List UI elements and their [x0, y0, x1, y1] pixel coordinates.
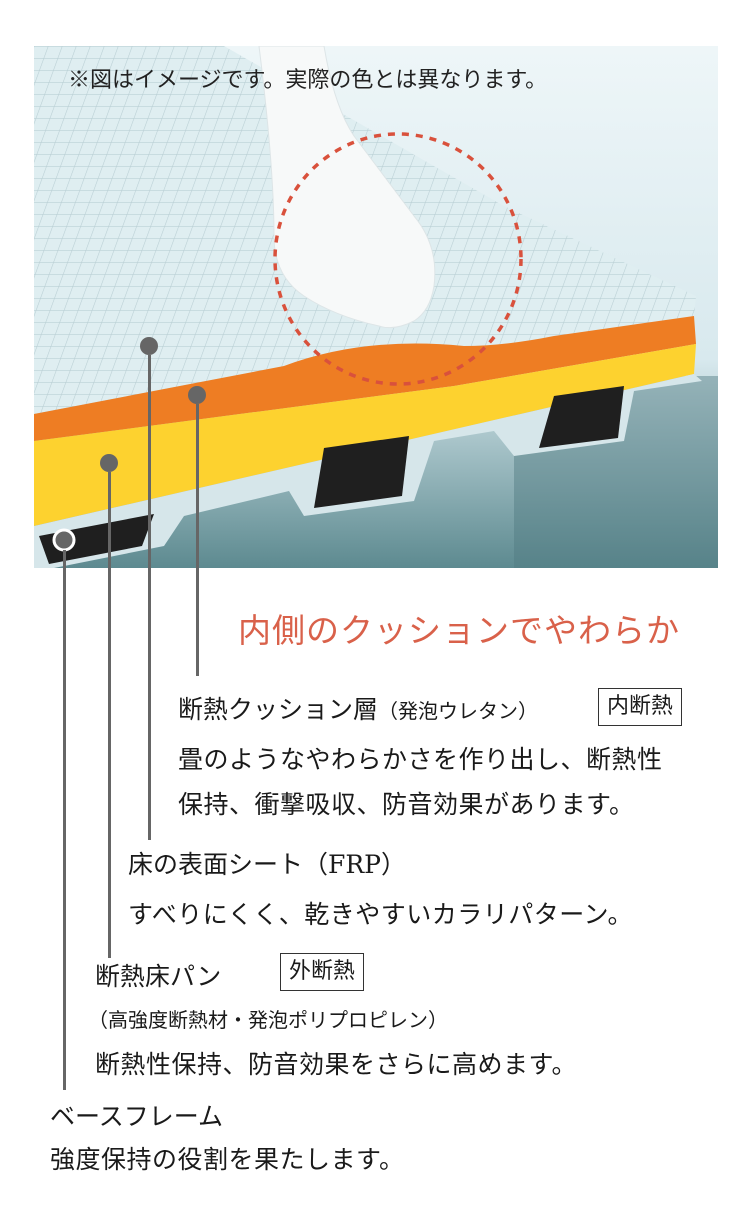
headline: 内側のクッションでやわらか: [238, 611, 680, 650]
cushion-layer-title: 断熱クッション層（発泡ウレタン）: [178, 690, 538, 726]
floor-pan-subtitle: （高強度断熱材・発泡ポリプロピレン）: [88, 1008, 448, 1032]
leader-line-base-frame: [63, 550, 66, 1090]
highlight-circle: [273, 132, 523, 386]
foot: [258, 46, 436, 329]
floor-cross-section-illustration: [34, 46, 718, 568]
floor-pan-title: 断熱床パン: [95, 962, 222, 991]
surface-sheet-title: 床の表面シート（FRP）: [128, 850, 406, 879]
cushion-layer-dot: [188, 386, 206, 404]
floor-pan-dot: [100, 454, 118, 472]
inner-insulation-badge: 内断熱: [598, 688, 683, 726]
surface-sheet-desc: すべりにくく、乾きやすいカラリパターン。: [128, 900, 634, 929]
base-frame-title: ベースフレーム: [50, 1102, 224, 1131]
leader-line-floor-pan: [108, 472, 111, 958]
cushion-desc-line-1: 畳のようなやわらかさを作り出し、断熱性: [178, 745, 663, 774]
surface-sheet-dot: [140, 337, 158, 355]
insulated-floor-pan: [34, 344, 696, 526]
floor-pan-desc: 断熱性保持、防音効果をさらに高めます。: [95, 1050, 578, 1079]
outer-insulation-badge: 外断熱: [280, 953, 365, 991]
base-frame-dot: [52, 528, 76, 552]
title-sub: （発泡ウレタン）: [378, 699, 539, 723]
cushion-desc-line-2: 保持、衝撃吸収、防音効果があります。: [178, 790, 635, 819]
title-text: 断熱クッション層: [178, 695, 379, 724]
image-disclaimer: ※図はイメージです。実際の色とは異なります。: [68, 68, 548, 93]
leader-line-surface-sheet: [148, 355, 151, 840]
base-frame-desc: 強度保持の役割を果たします。: [50, 1145, 405, 1174]
leader-line-cushion: [196, 404, 199, 676]
